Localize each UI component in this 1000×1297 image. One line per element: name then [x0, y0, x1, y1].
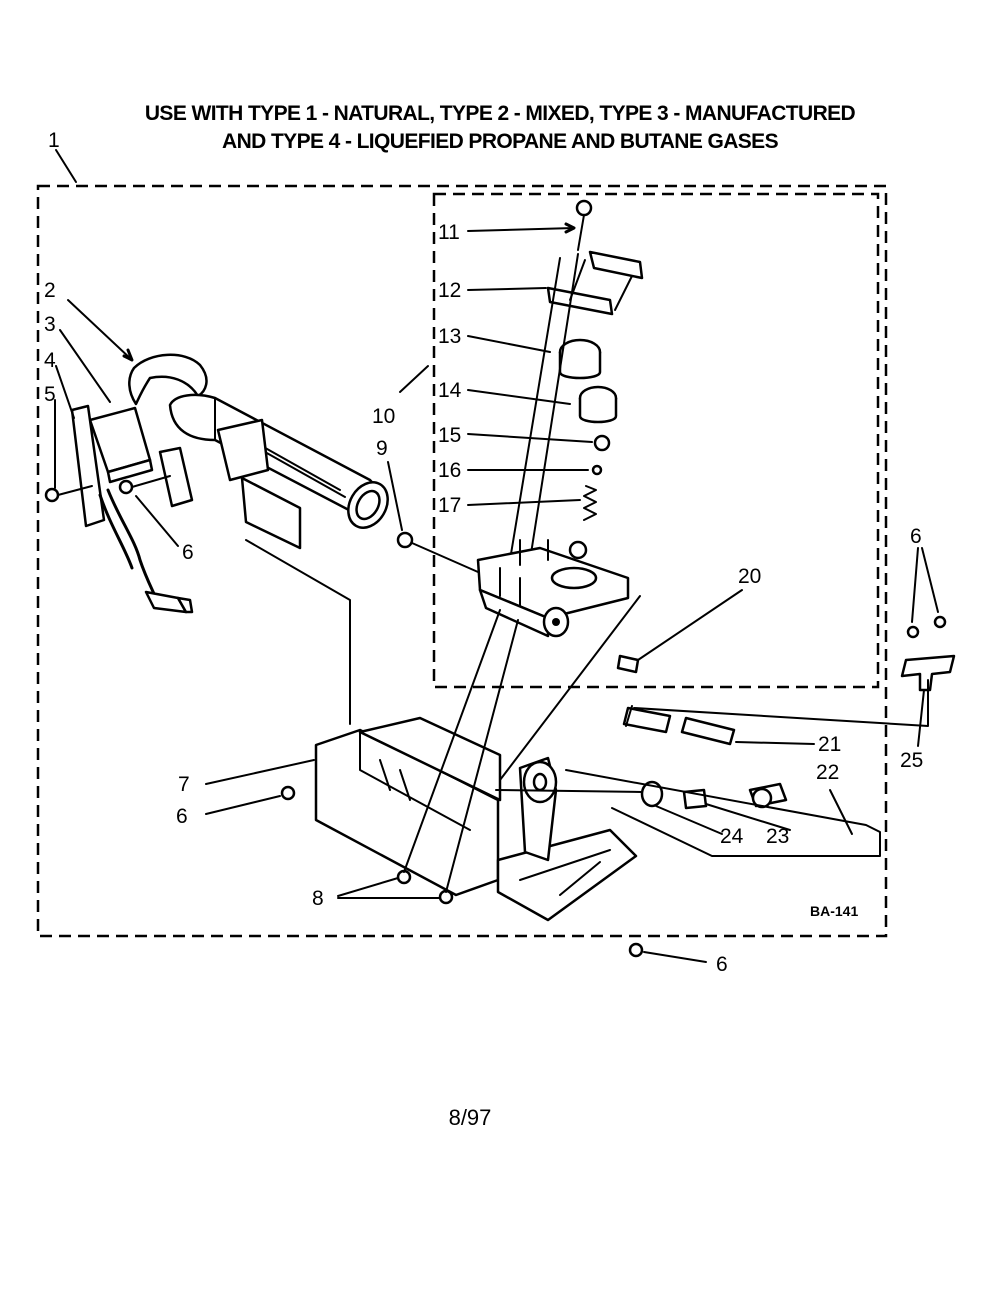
callout-11: 11 [438, 221, 460, 244]
mounting-bracket-drawing [280, 716, 644, 958]
callout-6-right: 6 [910, 525, 922, 548]
callout-12: 12 [438, 279, 462, 302]
callout-25: 25 [900, 749, 924, 772]
callout-3: 3 [44, 313, 56, 336]
callout-21: 21 [818, 733, 842, 756]
callout-4: 4 [44, 349, 56, 372]
callout-2: 2 [44, 279, 56, 302]
page-date: 8/97 [448, 1105, 492, 1130]
callout-10: 10 [372, 405, 396, 428]
callout-17: 17 [438, 494, 462, 517]
gas-valve-drawing [396, 199, 644, 674]
manifold-pipe-drawing [565, 615, 956, 857]
callout-20: 20 [738, 565, 762, 588]
callout-8: 8 [312, 887, 324, 910]
callout-16: 16 [438, 459, 462, 482]
callout-14: 14 [438, 379, 462, 402]
callout-7: 7 [178, 773, 190, 796]
callout-22: 22 [816, 761, 840, 784]
callout-13: 13 [438, 325, 462, 348]
diagram-code: BA-141 [810, 903, 859, 919]
callout-6-bottom: 6 [716, 953, 728, 976]
burner-tube-drawing [44, 353, 389, 614]
callout-6-left: 6 [182, 541, 194, 564]
callout-1: 1 [48, 129, 60, 152]
callout-23: 23 [766, 825, 790, 848]
diagram-title-line-2: AND TYPE 4 - LIQUEFIED PROPANE AND BUTAN… [222, 130, 779, 153]
callout-5: 5 [44, 383, 56, 406]
callout-9: 9 [376, 437, 388, 460]
assembly-boundary [36, 184, 888, 938]
callout-6-bracket: 6 [176, 805, 188, 828]
diagram-title-line-1: USE WITH TYPE 1 - NATURAL, TYPE 2 - MIXE… [144, 102, 856, 125]
callout-24: 24 [720, 825, 744, 848]
callout-leader-lines [54, 149, 939, 963]
valve-subassembly-boundary [432, 192, 880, 689]
callout-15: 15 [438, 424, 462, 447]
